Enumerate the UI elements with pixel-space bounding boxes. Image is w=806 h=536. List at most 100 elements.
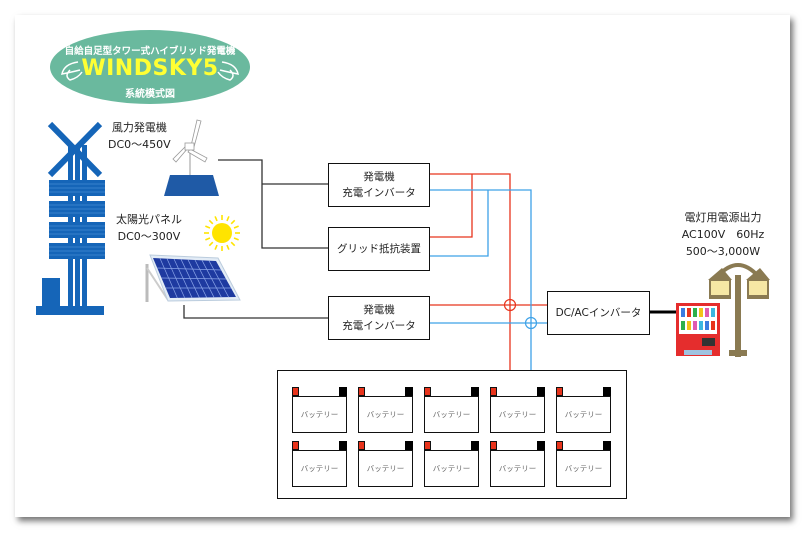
solar-panel-icon: [145, 254, 241, 302]
positive-terminal-icon: [490, 387, 497, 396]
positive-terminal-icon: [424, 441, 431, 450]
positive-terminal-icon: [358, 387, 365, 396]
negative-terminal-icon: [405, 387, 413, 396]
battery-bank: バッテリーバッテリーバッテリーバッテリーバッテリーバッテリーバッテリーバッテリー…: [277, 370, 627, 499]
wing-right-icon: [217, 61, 239, 81]
sun-ray: [205, 237, 211, 241]
battery-label: バッテリー: [292, 450, 347, 487]
panel-grid-line: [161, 277, 227, 280]
negative-terminal-icon: [537, 387, 545, 396]
panel-grid-line: [180, 259, 200, 298]
sun-ray: [230, 219, 236, 225]
negative-terminal-icon: [471, 441, 479, 450]
battery: バッテリー: [490, 387, 545, 433]
battery-label: バッテリー: [292, 396, 347, 433]
negative-terminal-icon: [537, 441, 545, 450]
positive-terminal-icon: [292, 387, 299, 396]
panel-grid-line: [201, 260, 222, 298]
positive-terminal-icon: [424, 387, 431, 396]
battery-label: バッテリー: [490, 396, 545, 433]
panel-grid-line: [173, 258, 193, 298]
sun-ray: [205, 225, 211, 229]
sun-icon: [204, 215, 240, 251]
drink-can: [705, 321, 709, 330]
sun-ray: [214, 244, 218, 250]
sun-ray: [208, 219, 214, 225]
battery-label: バッテリー: [424, 450, 479, 487]
drink-can: [681, 308, 685, 317]
negative-terminal-icon: [603, 387, 611, 396]
street-lamp-icon: [708, 263, 770, 357]
drink-can: [699, 321, 703, 330]
logo-ellipse: [50, 30, 250, 104]
vending-machine-icon: [676, 303, 720, 356]
inverter-bottom-line1: 発電機: [363, 304, 395, 316]
sun-ray: [208, 241, 214, 247]
battery-label: バッテリー: [490, 450, 545, 487]
battery: バッテリー: [556, 387, 611, 433]
output-line2: AC100V 60Hz: [681, 228, 765, 241]
panel-grid-line: [157, 267, 222, 271]
negative-terminal-icon: [405, 441, 413, 450]
logo-tagline: 自給自足型タワー式ハイブリッド発電機: [64, 46, 236, 57]
positive-terminal-icon: [556, 441, 563, 450]
inverter-bottom-line2: 充電インバータ: [342, 320, 416, 332]
sun-ray: [233, 237, 239, 241]
output-line1: 電灯用電源出力: [684, 211, 762, 224]
windsky-tower-icon: [36, 121, 105, 315]
inverter-top-line2: 充電インバータ: [342, 187, 416, 199]
sun-ray: [226, 216, 230, 222]
negative-wires: [430, 189, 548, 370]
drink-can: [693, 308, 697, 317]
panel-grid-line: [159, 258, 178, 299]
drink-can: [705, 308, 709, 317]
positive-terminal-icon: [358, 441, 365, 450]
panel-grid-line: [187, 259, 207, 298]
logo-subtitle: 系統模式図: [125, 89, 175, 100]
negative-terminal-icon: [603, 441, 611, 450]
drink-can: [699, 308, 703, 317]
positive-wires: [430, 173, 548, 370]
battery: バッテリー: [292, 441, 347, 487]
wind-voltage: DC0～450V: [108, 138, 171, 151]
battery: バッテリー: [556, 441, 611, 487]
output-label: 電灯用電源出力 AC100V 60Hz 500～3,000W: [670, 209, 776, 260]
drink-can: [693, 321, 697, 330]
output-line3: 500～3,000W: [685, 245, 761, 258]
battery: バッテリー: [424, 387, 479, 433]
drink-can: [711, 308, 715, 317]
negative-terminal-icon: [339, 387, 347, 396]
positive-terminal-icon: [490, 441, 497, 450]
battery: バッテリー: [358, 441, 413, 487]
battery-label: バッテリー: [424, 396, 479, 433]
panel-grid-line: [166, 258, 185, 298]
drink-can: [711, 321, 715, 330]
battery-label: バッテリー: [358, 450, 413, 487]
drink-can: [687, 308, 691, 317]
negative-terminal-icon: [339, 441, 347, 450]
panel-grid-line: [208, 260, 229, 298]
drink-can: [681, 321, 685, 330]
grid-resistor-label: グリッド抵抗装置: [337, 243, 421, 255]
battery-label: バッテリー: [556, 450, 611, 487]
drink-can: [687, 321, 691, 330]
solar-name: 太陽光パネル: [116, 213, 182, 226]
wind-name: 風力発電機: [111, 121, 167, 134]
wind-label: 風力発電機 DC0～450V: [108, 119, 171, 153]
battery-label: バッテリー: [556, 396, 611, 433]
solar-label: 太陽光パネル DC0～300V: [116, 211, 182, 245]
dcac-inverter-box: DC/ACインバータ: [547, 291, 650, 335]
grid-resistor-box: グリッド抵抗装置: [328, 227, 430, 271]
sun-ray: [230, 241, 236, 247]
negative-terminal-icon: [471, 387, 479, 396]
inverter-bottom-box: 発電機 充電インバータ: [328, 296, 430, 340]
battery: バッテリー: [292, 387, 347, 433]
wing-left-icon: [61, 61, 83, 81]
battery: バッテリー: [490, 441, 545, 487]
wind-turbine-icon: [164, 119, 219, 196]
sun-ray: [233, 225, 239, 229]
positive-terminal-icon: [556, 387, 563, 396]
junction-negative: [524, 316, 538, 330]
sun-ray: [226, 244, 230, 250]
